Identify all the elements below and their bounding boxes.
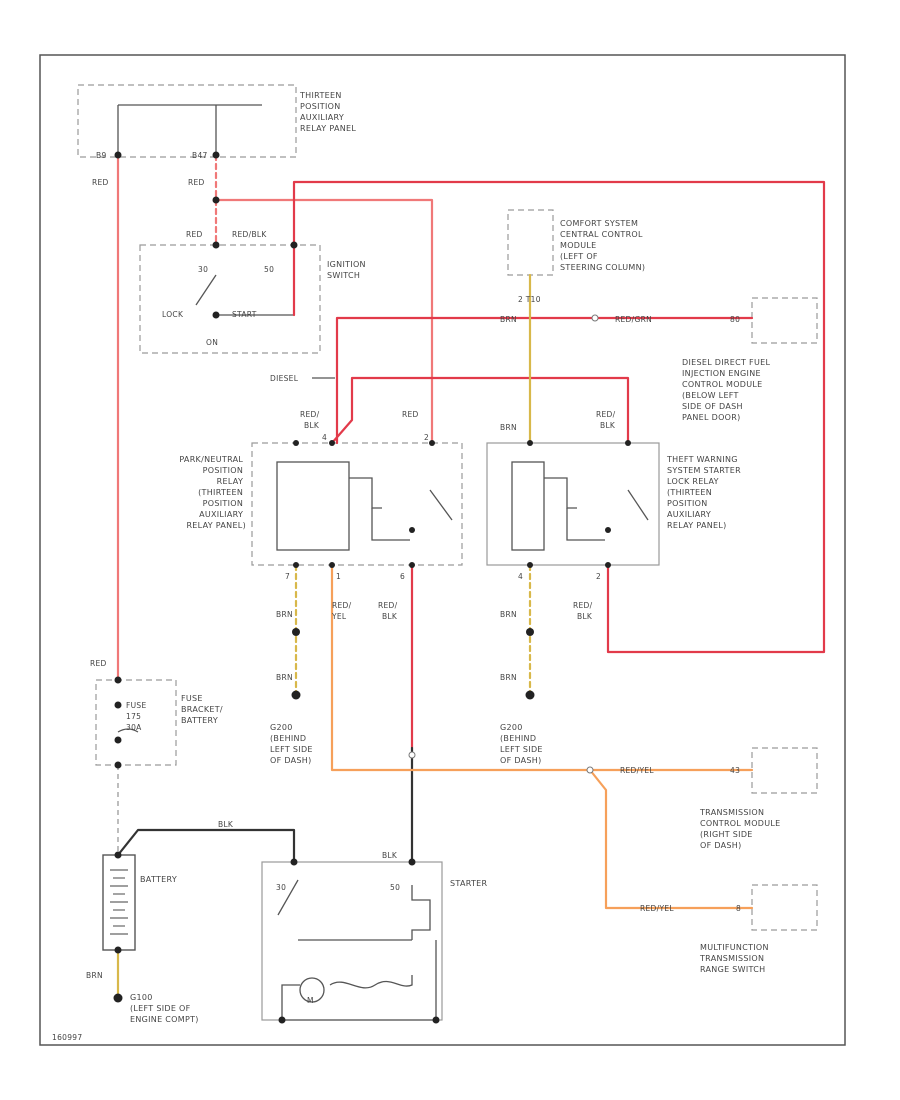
pin-b9: B9 xyxy=(96,151,107,160)
starter-label: STARTER xyxy=(450,879,488,888)
ground-g200b-label: G200 (BEHIND LEFT SIDE OF DASH) xyxy=(500,723,546,765)
wire-label-brn-theft-ground: BRN xyxy=(500,673,517,682)
pin-pn-2: 2 xyxy=(424,433,429,442)
fuse-symbol xyxy=(117,728,139,733)
wire-blk-battery-starter xyxy=(116,828,296,864)
connection-points xyxy=(113,151,631,1024)
pn-relay-armature xyxy=(349,477,382,509)
wire-label-redyel-pn: RED/ YEL xyxy=(331,601,354,621)
pin-theft-2: 2 xyxy=(596,572,601,581)
pn-relay-coil xyxy=(276,461,350,551)
battery-label: BATTERY xyxy=(140,875,177,884)
theft-relay-switch-arm xyxy=(627,489,649,521)
wire-redyel-range-switch xyxy=(588,768,754,910)
pin-theft-4: 4 xyxy=(518,572,523,581)
theft-relay-coil xyxy=(511,461,545,551)
pn-relay-contact xyxy=(371,508,410,541)
pin-range-8: 8 xyxy=(736,904,741,913)
pin-pn-6: 6 xyxy=(400,572,405,581)
ground-g100-label: G100 (LEFT SIDE OF ENGINE COMPT) xyxy=(130,993,199,1024)
starter-solenoid-coil xyxy=(411,885,431,940)
wire-label-brn-theft-top: BRN xyxy=(500,423,517,432)
wire-label-redyel-range: RED/YEL xyxy=(640,904,674,913)
theft-relay-label: THEFT WARNING SYSTEM STARTER LOCK RELAY … xyxy=(666,455,744,530)
wire-label-brn-theft: BRN xyxy=(500,610,517,619)
pin-ign-lock: LOCK xyxy=(162,310,184,319)
wire-label-brn-pn-ground: BRN xyxy=(276,673,293,682)
pin-t10: 2 T10 xyxy=(518,295,541,304)
tcm-label: TRANSMISSION CONTROL MODULE (RIGHT SIDE … xyxy=(699,808,783,850)
relay-panel-label: THIRTEEN POSITION AUXILIARY RELAY PANEL xyxy=(299,91,356,133)
fuse-bracket-box xyxy=(95,679,177,766)
starter-box xyxy=(261,861,443,1021)
wire-label-redblk-theft: RED/ BLK xyxy=(596,410,618,430)
ignition-switch-label: IGNITION SWITCH xyxy=(327,260,369,280)
pin-starter-m: M xyxy=(307,996,314,1005)
pin-ign-on: ON xyxy=(206,338,218,347)
park-neutral-relay-box xyxy=(251,442,463,566)
wire-label-redblk-ign: RED/BLK xyxy=(232,230,267,239)
range-switch-label: MULTIFUNCTION TRANSMISSION RANGE SWITCH xyxy=(699,943,772,974)
diagram-reference-number: 160997 xyxy=(52,1033,82,1042)
wire-label-brn-battery: BRN xyxy=(86,971,103,980)
fuse-rating-label: FUSE 175 30A xyxy=(126,701,149,732)
tcm-box xyxy=(751,747,818,794)
wire-redblk-ignition-50 xyxy=(292,180,826,654)
pin-starter-50: 50 xyxy=(390,883,400,892)
wire-redblk-relay-crossover xyxy=(330,376,630,445)
pin-tcm-43: 43 xyxy=(730,766,740,775)
wire-label-redblk-theft-bottom: RED/ BLK xyxy=(573,601,595,621)
wire-label-redblk-starter: RED/ BLK xyxy=(378,601,400,621)
wire-redyel-tcm xyxy=(330,563,754,772)
starter-motor-lead xyxy=(281,984,300,1020)
wire-label-red-1: RED xyxy=(92,178,109,187)
theft-relay-contact xyxy=(566,508,605,541)
wire-label-redgrn: RED/GRN xyxy=(615,315,652,324)
wire-label-red-3: RED xyxy=(186,230,203,239)
theft-relay-armature xyxy=(544,477,577,509)
park-neutral-relay-label: PARK/NEUTRAL POSITION RELAY (THIRTEEN PO… xyxy=(179,455,246,530)
wire-label-redblk-pn: RED/ BLK xyxy=(300,410,322,430)
pn-relay-switch-arm xyxy=(429,489,453,521)
battery-cells xyxy=(110,869,128,935)
wire-label-red-pn: RED xyxy=(402,410,419,419)
pin-diesel-80: 80 xyxy=(730,315,740,324)
ignition-switch-box xyxy=(139,244,321,354)
wire-label-brn-pn: BRN xyxy=(276,610,293,619)
theft-relay-box xyxy=(486,442,660,566)
comfort-module-box xyxy=(507,209,554,276)
pin-ign-50: 50 xyxy=(264,265,274,274)
wire-label-blk-starter: BLK xyxy=(382,851,398,860)
connector-markers xyxy=(408,314,599,774)
pin-starter-30: 30 xyxy=(276,883,286,892)
pin-ign-start: START xyxy=(232,310,257,319)
ignition-switch-arm xyxy=(195,274,217,306)
wire-red-pn-relay-feed xyxy=(214,198,434,445)
diesel-ecm-label: DIESEL DIRECT FUEL INJECTION ENGINE CONT… xyxy=(682,358,773,422)
pin-ign-30: 30 xyxy=(198,265,208,274)
range-switch-box xyxy=(751,884,818,931)
wire-label-red-fuse: RED xyxy=(90,659,107,668)
wire-label-brn-diesel: BRN xyxy=(500,315,517,324)
pin-pn-4: 4 xyxy=(322,433,327,442)
wire-redgrn-diesel xyxy=(335,316,754,445)
pin-pn-1: 1 xyxy=(336,572,341,581)
starter-motor-symbol xyxy=(299,977,325,1003)
fuse-bracket-label: FUSE BRACKET/ BATTERY xyxy=(181,694,226,725)
comfort-module-label: COMFORT SYSTEM CENTRAL CONTROL MODULE (L… xyxy=(560,219,646,272)
pin-pn-7: 7 xyxy=(285,572,290,581)
relay-panel-box xyxy=(77,84,297,158)
wire-label-redyel-tcm: RED/YEL xyxy=(620,766,654,775)
pin-b47: B47 xyxy=(192,151,208,160)
ground-g200-label: G200 (BEHIND LEFT SIDE OF DASH) xyxy=(270,723,316,765)
starter-motor-winding xyxy=(329,975,413,989)
diesel-ecm-box xyxy=(751,297,818,344)
starter-solenoid-switch xyxy=(277,879,299,916)
wire-label-blk-battery: BLK xyxy=(218,820,234,829)
diagram-frame xyxy=(39,54,846,1046)
wire-label-diesel: DIESEL xyxy=(270,374,299,383)
wire-label-red-2: RED xyxy=(188,178,205,187)
